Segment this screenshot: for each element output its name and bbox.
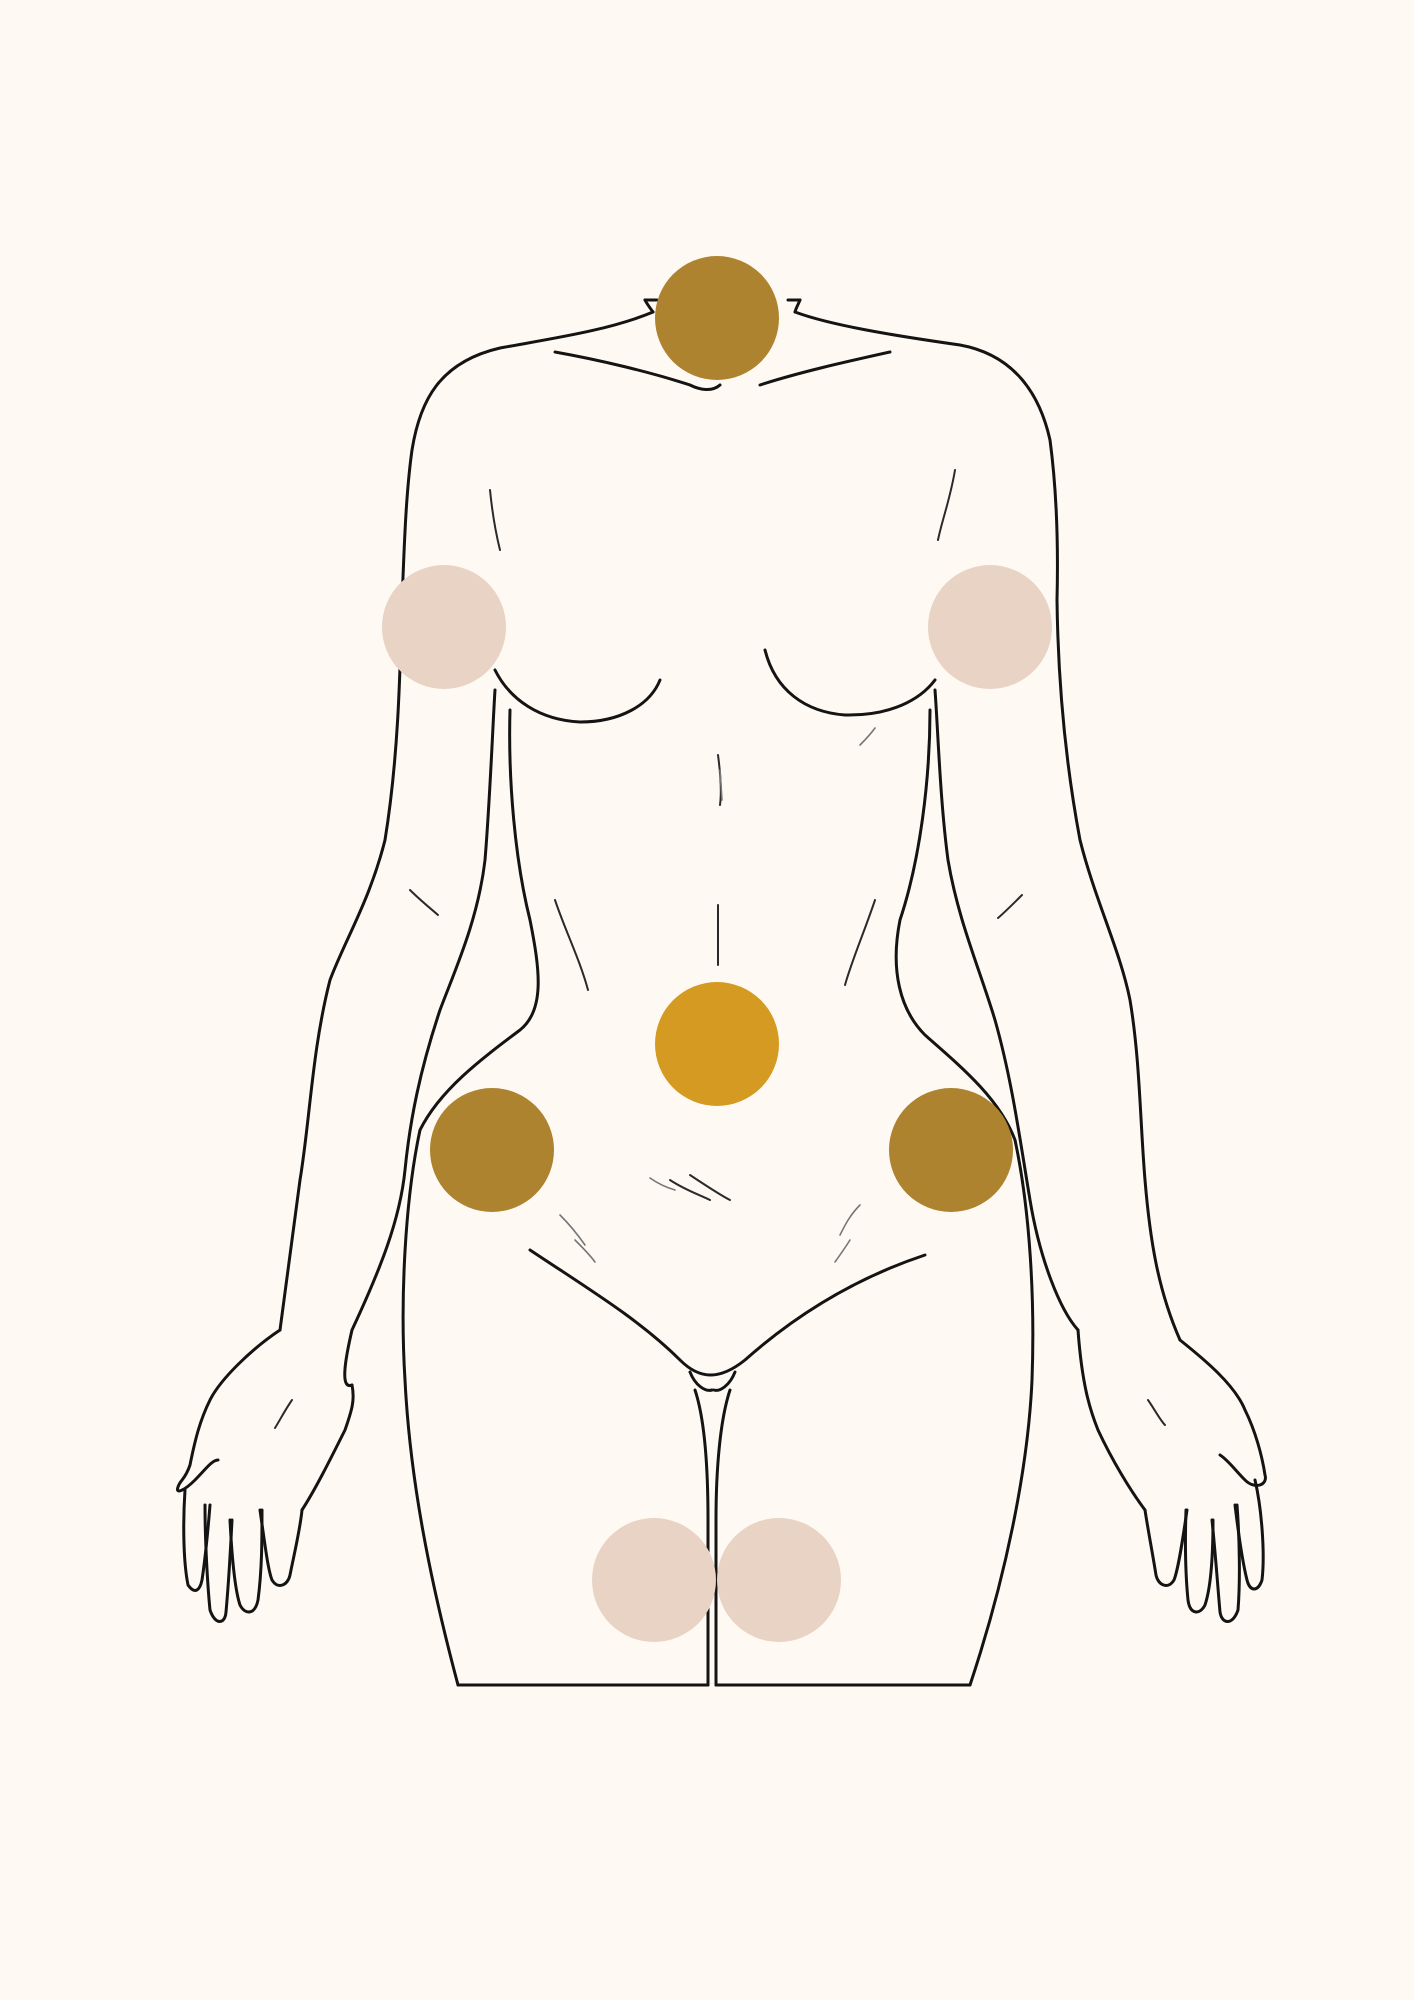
neck-marker[interactable] <box>655 256 779 380</box>
left-hip-marker[interactable] <box>889 1088 1013 1212</box>
abdomen-marker[interactable] <box>655 982 779 1106</box>
left-thigh-marker[interactable] <box>717 1518 841 1642</box>
right-arm-marker[interactable] <box>382 565 506 689</box>
body-details <box>274 469 1166 1429</box>
body-outline <box>175 298 1267 1687</box>
markers <box>382 256 1052 1642</box>
left-arm-marker[interactable] <box>928 565 1052 689</box>
body-shading <box>559 727 876 1263</box>
right-thigh-marker[interactable] <box>592 1518 716 1642</box>
right-hip-marker[interactable] <box>430 1088 554 1212</box>
